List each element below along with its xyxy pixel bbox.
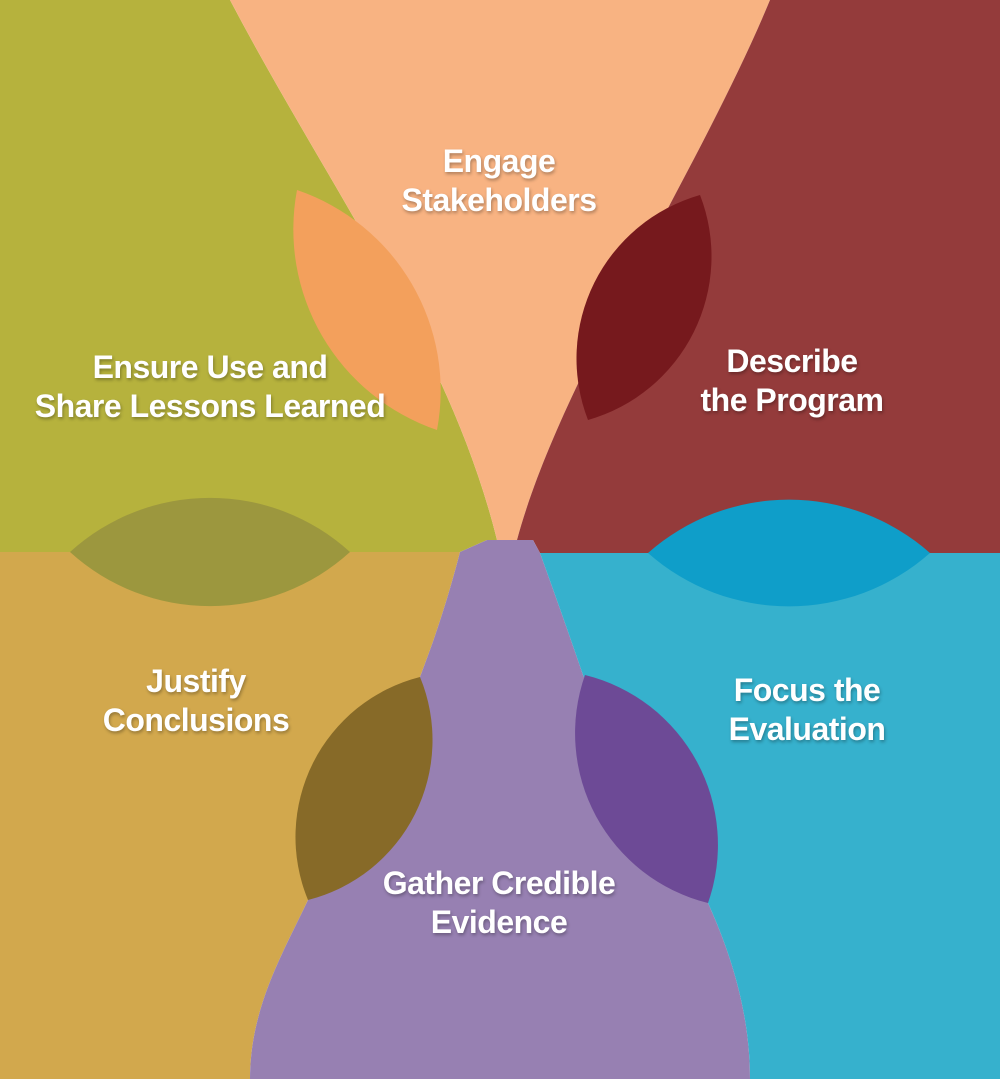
label-describe-the-program: Describe the Program	[701, 342, 884, 420]
region-justify-conclusions	[0, 552, 460, 1079]
region-describe-the-program	[517, 0, 1000, 553]
label-focus-line2: Evaluation	[728, 711, 886, 747]
label-focus-the-evaluation: Focus the Evaluation	[729, 671, 886, 749]
label-gather-credible-evidence: Gather Credible Evidence	[383, 864, 616, 942]
label-ensure-line1: Ensure Use and	[92, 349, 328, 385]
label-engage-stakeholders: Engage Stakeholders	[402, 142, 597, 220]
label-engage-line1: Engage	[442, 143, 556, 179]
overlap-lens-describe-focus	[648, 499, 930, 607]
label-ensure-line2: Share Lessons Learned	[34, 388, 386, 424]
overlap-lens-justify-gather	[295, 677, 433, 900]
label-engage-line2: Stakeholders	[401, 182, 597, 218]
label-gather-line1: Gather Credible	[382, 865, 616, 901]
label-focus-line1: Focus the	[733, 672, 881, 708]
overlap-lens-engage-ensure	[293, 190, 441, 430]
label-describe-line1: Describe	[726, 343, 858, 379]
label-justify-conclusions: Justify Conclusions	[103, 662, 290, 740]
region-engage-stakeholders	[230, 0, 770, 540]
region-ensure-use-share-lessons	[0, 0, 497, 552]
region-gather-credible-evidence	[250, 540, 750, 1079]
label-justify-line1: Justify	[146, 663, 246, 699]
label-ensure-use-share-lessons: Ensure Use and Share Lessons Learned	[35, 348, 386, 426]
overlap-lens-engage-describe	[576, 195, 712, 420]
label-describe-line2: the Program	[700, 382, 884, 418]
label-gather-line2: Evidence	[430, 904, 568, 940]
overlap-lens-ensure-justify	[70, 497, 350, 607]
overlap-lens-gather-focus	[575, 675, 718, 903]
region-focus-the-evaluation	[540, 553, 1000, 1079]
label-justify-line2: Conclusions	[102, 702, 290, 738]
